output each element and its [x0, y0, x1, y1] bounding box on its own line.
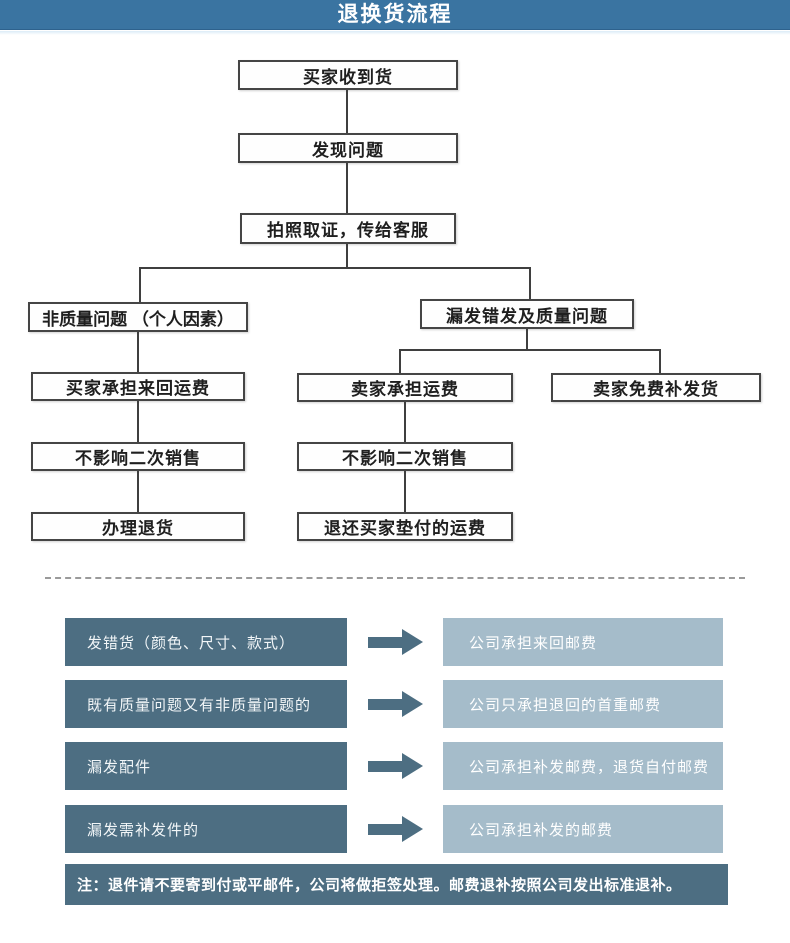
right-arrow-icon: [368, 629, 424, 655]
flow-node-buyer-pays-shipping: 买家承担来回运费: [31, 372, 245, 401]
note-text: 注：退件请不要寄到付或平邮件，公司将做拒签处理。邮费退补按照公司发出标准退补。: [77, 877, 682, 894]
note-bar: 注：退件请不要寄到付或平邮件，公司将做拒签处理。邮费退补按照公司发出标准退补。: [65, 864, 728, 905]
policy-result: 公司只承担退回的首重邮费: [443, 680, 723, 728]
flow-node-seller-pays-shipping: 卖家承担运费: [297, 373, 513, 402]
right-arrow-icon: [368, 691, 424, 717]
policy-row: 发错货（颜色、尺寸、款式） 公司承担来回邮费: [0, 618, 790, 666]
right-arrow-icon: [368, 816, 424, 842]
policy-condition: 漏发需补发件的: [65, 805, 347, 853]
flow-node-no-resale-impact-left: 不影响二次销售: [31, 442, 245, 471]
connector-line: [399, 349, 661, 351]
connector-line: [346, 90, 348, 133]
policy-condition: 发错货（颜色、尺寸、款式）: [65, 618, 347, 666]
flow-node-process-return: 办理退货: [31, 512, 245, 541]
flow-node-seller-free-reship: 卖家免费补发货: [551, 373, 761, 402]
connector-line: [139, 267, 531, 269]
policy-condition: 漏发配件: [65, 742, 347, 790]
dashed-divider: [45, 577, 745, 579]
policy-result: 公司承担补发邮费，退货自付邮费: [443, 742, 723, 790]
flow-node-quality-issue: 漏发错发及质量问题: [420, 299, 634, 329]
policy-result: 公司承担来回邮费: [443, 618, 723, 666]
connector-line: [346, 163, 348, 213]
right-arrow-icon: [368, 753, 424, 779]
policy-condition: 既有质量问题又有非质量问题的: [65, 680, 347, 728]
connector-line: [404, 471, 406, 512]
connector-line: [346, 244, 348, 269]
page-title: 退换货流程: [337, 3, 453, 26]
flow-node-non-quality-issue: 非质量问题 （个人因素）: [28, 302, 248, 332]
connector-line: [137, 401, 139, 442]
connector-line: [137, 332, 139, 372]
connector-line: [529, 267, 531, 299]
flow-node-refund-advanced-fee: 退还买家垫付的运费: [297, 512, 513, 541]
connector-line: [659, 349, 661, 373]
flow-node-photo-evidence: 拍照取证，传给客服: [240, 213, 456, 244]
connector-line: [139, 267, 141, 302]
header-underline: [0, 31, 790, 35]
flow-node-find-problem: 发现问题: [238, 133, 458, 163]
policy-row: 漏发需补发件的 公司承担补发的邮费: [0, 805, 790, 853]
flow-node-buyer-receives-goods: 买家收到货: [238, 60, 458, 90]
policy-result: 公司承担补发的邮费: [443, 805, 723, 853]
connector-line: [399, 349, 401, 373]
connector-line: [137, 471, 139, 512]
policy-row: 既有质量问题又有非质量问题的 公司只承担退回的首重邮费: [0, 680, 790, 728]
flow-node-no-resale-impact-mid: 不影响二次销售: [297, 442, 513, 471]
policy-row: 漏发配件 公司承担补发邮费，退货自付邮费: [0, 742, 790, 790]
header-bar: 退换货流程: [0, 0, 790, 30]
connector-line: [526, 329, 528, 350]
connector-line: [404, 402, 406, 442]
